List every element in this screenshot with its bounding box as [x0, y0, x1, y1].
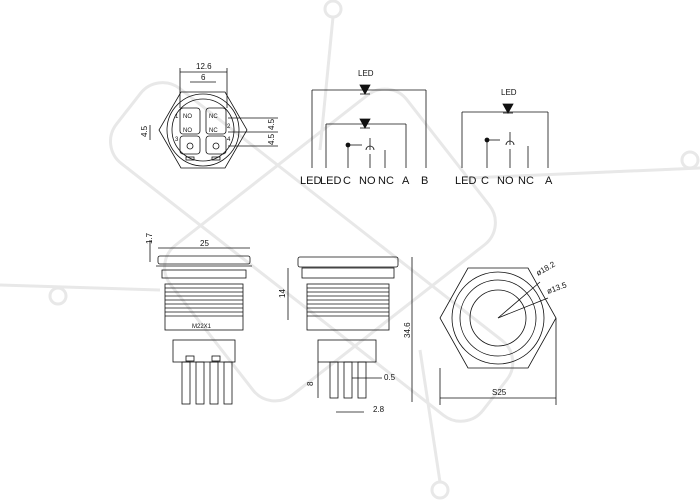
- profile-view: [287, 256, 413, 413]
- threaded-body: [164, 283, 244, 331]
- dim-inner-6: 6: [201, 73, 206, 82]
- dim-right-4-5-b: 4.5: [267, 133, 276, 145]
- terminal-tab-right: [211, 156, 221, 161]
- dim-width-25: 25: [200, 239, 209, 248]
- pin-number-2: 2: [227, 124, 231, 130]
- led-label-dpdt: LED: [358, 69, 374, 78]
- terminal-c: C: [343, 175, 351, 187]
- terminal-a: A: [402, 175, 410, 187]
- thread-label: M22X1: [192, 324, 212, 330]
- terminal-c: C: [481, 175, 489, 187]
- ring-mid: [459, 279, 537, 357]
- side-view: [149, 240, 252, 405]
- pin-number-1: 1: [175, 114, 179, 120]
- hex-nut-outline: [158, 91, 248, 169]
- terminal-pin-3: [209, 361, 219, 405]
- dim-8: 8: [306, 381, 315, 386]
- terminal-b: B: [421, 175, 428, 187]
- terminal-led-1: LED: [300, 175, 321, 187]
- pin-number-3: 3: [175, 137, 179, 143]
- schematic-dpdt: [311, 84, 427, 168]
- dim-left-4-5: 4.5: [140, 125, 149, 137]
- hex-nut-top: [439, 267, 557, 369]
- front-view: [149, 68, 278, 169]
- thread-lines-profile: [307, 287, 389, 317]
- bezel-profile: [297, 256, 399, 268]
- dim-outer-diameter: ø18.2: [535, 259, 558, 277]
- pin-label-no-mid: NO: [183, 128, 192, 134]
- dim-width-12-6: 12.6: [196, 62, 212, 71]
- dim-inner-diameter: ø13.5: [546, 280, 569, 296]
- dim-0-5: 0.5: [384, 373, 396, 382]
- thread-lines: [165, 287, 243, 317]
- ring-outer: [451, 271, 545, 365]
- led-pin-right: [212, 142, 220, 150]
- top-view: [439, 267, 557, 405]
- outer-ring: [166, 93, 240, 167]
- dim-34-6: 34.6: [403, 322, 412, 338]
- pin-label-no-top: NO: [183, 114, 192, 120]
- dim-2-8: 2.8: [373, 405, 385, 414]
- switch-body: [172, 339, 236, 363]
- led-label-spdt: LED: [501, 88, 517, 97]
- terminal-pin-2: [195, 361, 205, 405]
- pin-number-4: 4: [227, 137, 231, 143]
- dim-right-4-5-a: 4.5: [267, 118, 276, 130]
- terminal-nc: NC: [518, 175, 534, 187]
- led-pin-left: [186, 142, 194, 150]
- pin-block-top-right: [205, 107, 227, 135]
- terminal-nc: NC: [378, 175, 394, 187]
- pin-label-nc-top: NC: [209, 114, 218, 120]
- terminal-no: NO: [359, 175, 376, 187]
- terminal-pin-4: [223, 361, 233, 405]
- terminal-tab-left: [185, 156, 195, 161]
- terminal-led-2: LED: [320, 175, 341, 187]
- terminal-pin-1: [181, 361, 191, 405]
- dim-14: 14: [278, 289, 287, 298]
- pin-block-top-left: [179, 107, 201, 135]
- dim-height-1-7: 1.7: [145, 232, 154, 244]
- ring-inner: [469, 289, 527, 347]
- terminal-no: NO: [497, 175, 514, 187]
- terminal-led: LED: [455, 175, 476, 187]
- pin-label-nc-mid: NC: [209, 128, 218, 134]
- bezel-top: [157, 255, 251, 265]
- schematic-spdt: [461, 103, 549, 168]
- pin-block-bottom-right: [205, 135, 227, 155]
- terminal-a: A: [545, 175, 553, 187]
- pin-block-bottom-left: [179, 135, 201, 155]
- inner-ring: [171, 98, 235, 162]
- dim-hex-s25: S25: [492, 388, 507, 397]
